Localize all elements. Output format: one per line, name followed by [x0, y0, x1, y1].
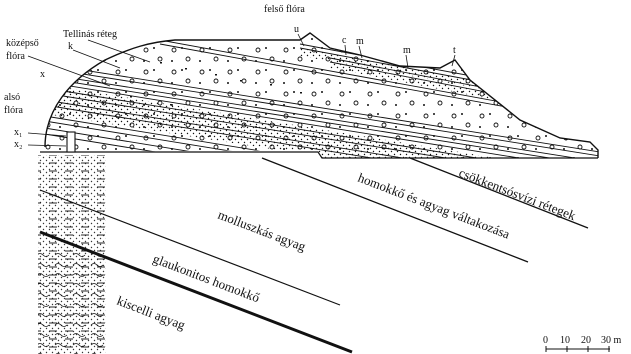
scale-label-30m: 30 m: [601, 335, 622, 346]
label-m2: m: [403, 45, 411, 56]
scale-label-10: 10: [560, 335, 570, 346]
label-also-flora: alsó: [4, 92, 20, 103]
label-felso-flora: felső flóra: [264, 4, 305, 15]
label-m1: m: [356, 36, 364, 47]
borehole-wave-fill: [38, 250, 106, 354]
label-kiscelli: kiscelli agyag: [115, 293, 188, 333]
label-kozepso-flora-2: flóra: [6, 51, 25, 62]
label-t: t: [453, 45, 456, 56]
scale-label-0: 0: [543, 335, 548, 346]
label-x: x: [40, 69, 45, 80]
label-x2: x₂: [14, 139, 23, 150]
label-x1: x₁: [14, 127, 23, 138]
label-c: c: [342, 35, 347, 46]
label-tellinas-reteg: Tellinás réteg: [63, 29, 117, 40]
stratum-labels: csökkentsósvízi rétegek homokkő és agyag…: [115, 165, 578, 333]
label-k: k: [68, 41, 73, 52]
label-also-flora-2: flóra: [4, 105, 23, 116]
label-molluszkas: molluszkás agyag: [216, 207, 308, 254]
label-u: u: [294, 24, 299, 35]
scale-bar: 0 10 20 30 m: [543, 335, 622, 352]
scale-label-20: 20: [581, 335, 591, 346]
borehole-tube: [67, 132, 75, 152]
label-kozepso-flora: középső: [6, 38, 39, 49]
